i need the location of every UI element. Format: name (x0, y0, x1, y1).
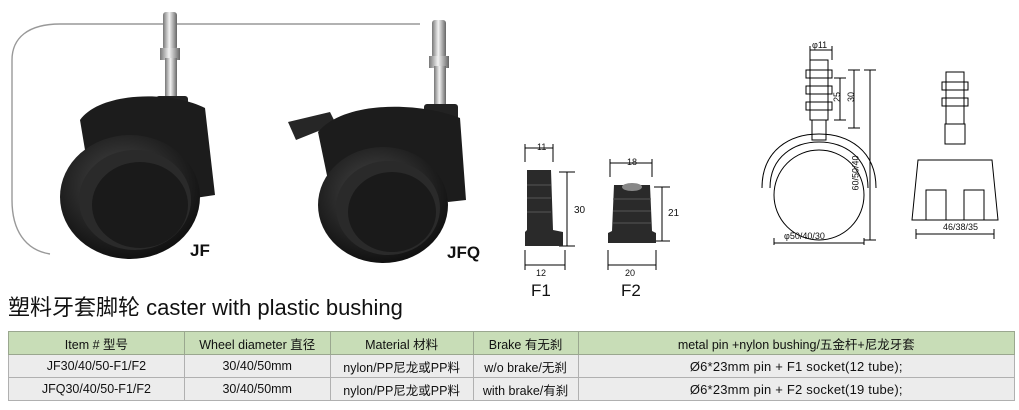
pin-diameter-dim: φ11 (812, 40, 828, 50)
f2-label: F2 (621, 281, 641, 300)
table-header-row: Item # 型号 Wheel diameter 直径 Material 材料 … (8, 331, 1016, 355)
header-material: Material 材料 (329, 331, 474, 355)
f1-dim-top: 11 (537, 142, 547, 152)
cell-material: nylon/PP尼龙或PP料 (329, 354, 474, 378)
jfq-caster-photo (288, 20, 466, 263)
cell-wheel-diameter: 30/40/50mm (183, 354, 331, 378)
f2-dim-height: 21 (668, 208, 680, 219)
cell-brake: w/o brake/无刹 (472, 354, 579, 378)
cell-pin-bushing: Ø6*23mm pin + F2 socket(19 tube); (577, 377, 1016, 401)
jf-label: JF (190, 241, 210, 260)
photo-frame-line (11, 23, 420, 255)
f2-dim-top: 18 (627, 157, 638, 167)
total-height-dim: 60/50/40 (850, 155, 861, 191)
caster-technical-drawing (761, 46, 999, 245)
table-row: JF30/40/50-F1/F2 30/40/50mm nylon/PP尼龙或P… (8, 354, 1016, 378)
cell-wheel-diameter: 30/40/50mm (183, 377, 331, 401)
f1-dim-bottom: 12 (536, 268, 547, 278)
cell-pin-bushing: Ø6*23mm pin + F1 socket(12 tube); (577, 354, 1016, 378)
header-item: Item # 型号 (8, 331, 185, 355)
cell-material: nylon/PP尼龙或PP料 (329, 377, 474, 401)
f1-dim-height: 30 (574, 205, 586, 216)
pin-length-dim: 25 (832, 91, 843, 103)
header-pin-bushing: metal pin +nylon bushing/五金杆+尼龙牙套 (577, 331, 1016, 355)
cell-brake: with brake/有刹 (472, 377, 579, 401)
cell-item: JF30/40/50-F1/F2 (8, 354, 185, 378)
stem-length-dim: 30 (846, 91, 857, 103)
table-row: JFQ30/40/50-F1/F2 30/40/50mm nylon/PP尼龙或… (8, 377, 1016, 401)
header-brake: Brake 有无刹 (472, 331, 579, 355)
product-photos (11, 12, 466, 263)
jfq-label: JFQ (447, 243, 481, 262)
width-dim: 46/38/35 (943, 222, 979, 232)
section-heading: 塑料牙套脚轮 caster with plastic bushing (8, 295, 403, 320)
header-wheel-diameter: Wheel diameter 直径 (183, 331, 331, 355)
f1-label: F1 (531, 281, 551, 300)
f2-dim-bottom: 20 (625, 268, 636, 278)
bushing-f1-drawing (524, 144, 575, 270)
spec-table: Item # 型号 Wheel diameter 直径 Material 材料 … (8, 331, 1016, 401)
cell-item: JFQ30/40/50-F1/F2 (8, 377, 185, 401)
jf-caster-photo (60, 12, 215, 259)
bushing-f2-drawing (607, 159, 670, 270)
wheel-diameter-dim: φ50/40/30 (784, 231, 825, 241)
